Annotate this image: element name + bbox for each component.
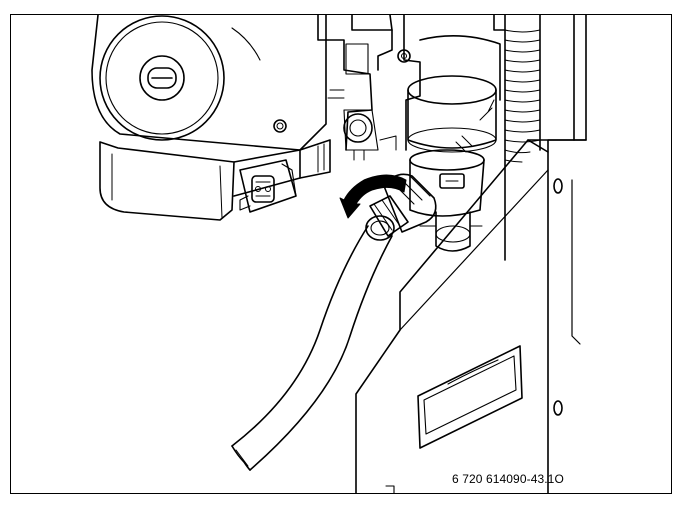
drain-hose [231, 225, 393, 471]
figure-id-label: 6 720 614090-43.1O [452, 472, 564, 486]
pump-body [91, 15, 331, 221]
manifold-drum [407, 35, 501, 252]
cabinet-side-panel [355, 15, 587, 493]
rotate-arrow-icon [339, 174, 407, 219]
valve-assembly [317, 15, 421, 161]
figure-frame [10, 14, 672, 494]
corrugated-pipe [493, 15, 541, 261]
electrical-connector [239, 159, 297, 213]
